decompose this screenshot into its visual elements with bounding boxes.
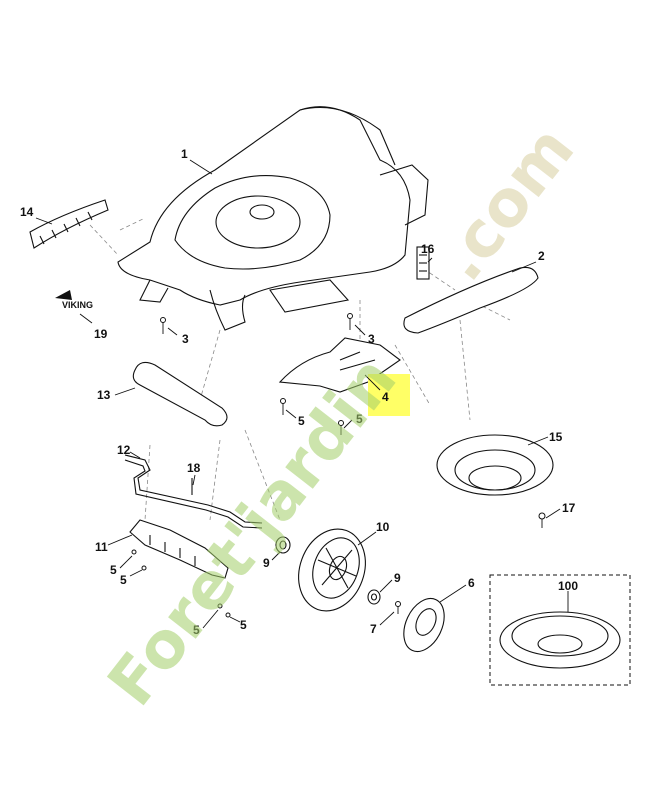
callout-5d: 5 — [120, 573, 127, 587]
callout-10: 10 — [376, 520, 390, 534]
callout-100: 100 — [558, 579, 578, 593]
callout-17: 17 — [562, 501, 576, 515]
callout-5f: 5 — [240, 618, 247, 632]
viking-logo: VIKING — [55, 290, 93, 310]
leader-lines — [35, 159, 569, 629]
hub-cap-part — [403, 597, 445, 653]
callout-1: 1 — [181, 147, 188, 161]
callout-5a: 5 — [298, 414, 305, 428]
callout-5b: 5 — [356, 412, 363, 426]
callout-9b: 9 — [394, 571, 401, 585]
callout-3a: 3 — [182, 332, 189, 346]
side-grip-part — [403, 266, 539, 334]
bushing-parts — [275, 536, 381, 605]
callout-13: 13 — [97, 388, 111, 402]
strip-part — [29, 199, 109, 249]
callout-5e: 5 — [193, 623, 200, 637]
grip-bar-part — [132, 361, 228, 427]
callout-labels: 1 2 3 3 4 5 5 5 5 5 5 6 7 9 9 10 11 12 1… — [20, 147, 578, 637]
callout-6: 6 — [468, 576, 475, 590]
callout-3b: 3 — [368, 332, 375, 346]
callout-16: 16 — [421, 242, 435, 256]
watermark-tld: .com — [424, 113, 589, 295]
screw-parts — [131, 313, 546, 618]
callout-5c: 5 — [110, 563, 117, 577]
callout-14: 14 — [20, 205, 34, 219]
label-plate-part — [416, 246, 430, 280]
callout-18: 18 — [187, 461, 201, 475]
callout-12: 12 — [117, 443, 131, 457]
collar-part — [436, 434, 554, 496]
callout-2: 2 — [538, 249, 545, 263]
highlight-box — [368, 374, 410, 416]
deck-housing — [117, 106, 429, 331]
rear-bracket-part — [129, 519, 229, 579]
kit-box — [489, 574, 631, 686]
callout-9a: 9 — [263, 556, 270, 570]
callout-19: 19 — [94, 327, 108, 341]
callout-11: 11 — [95, 540, 108, 554]
callout-7: 7 — [370, 622, 377, 636]
callout-4: 4 — [382, 390, 389, 404]
axle-rod-part — [124, 454, 263, 529]
callout-15: 15 — [549, 430, 563, 444]
wheel-part — [298, 528, 366, 612]
viking-logo-text: VIKING — [62, 300, 93, 310]
